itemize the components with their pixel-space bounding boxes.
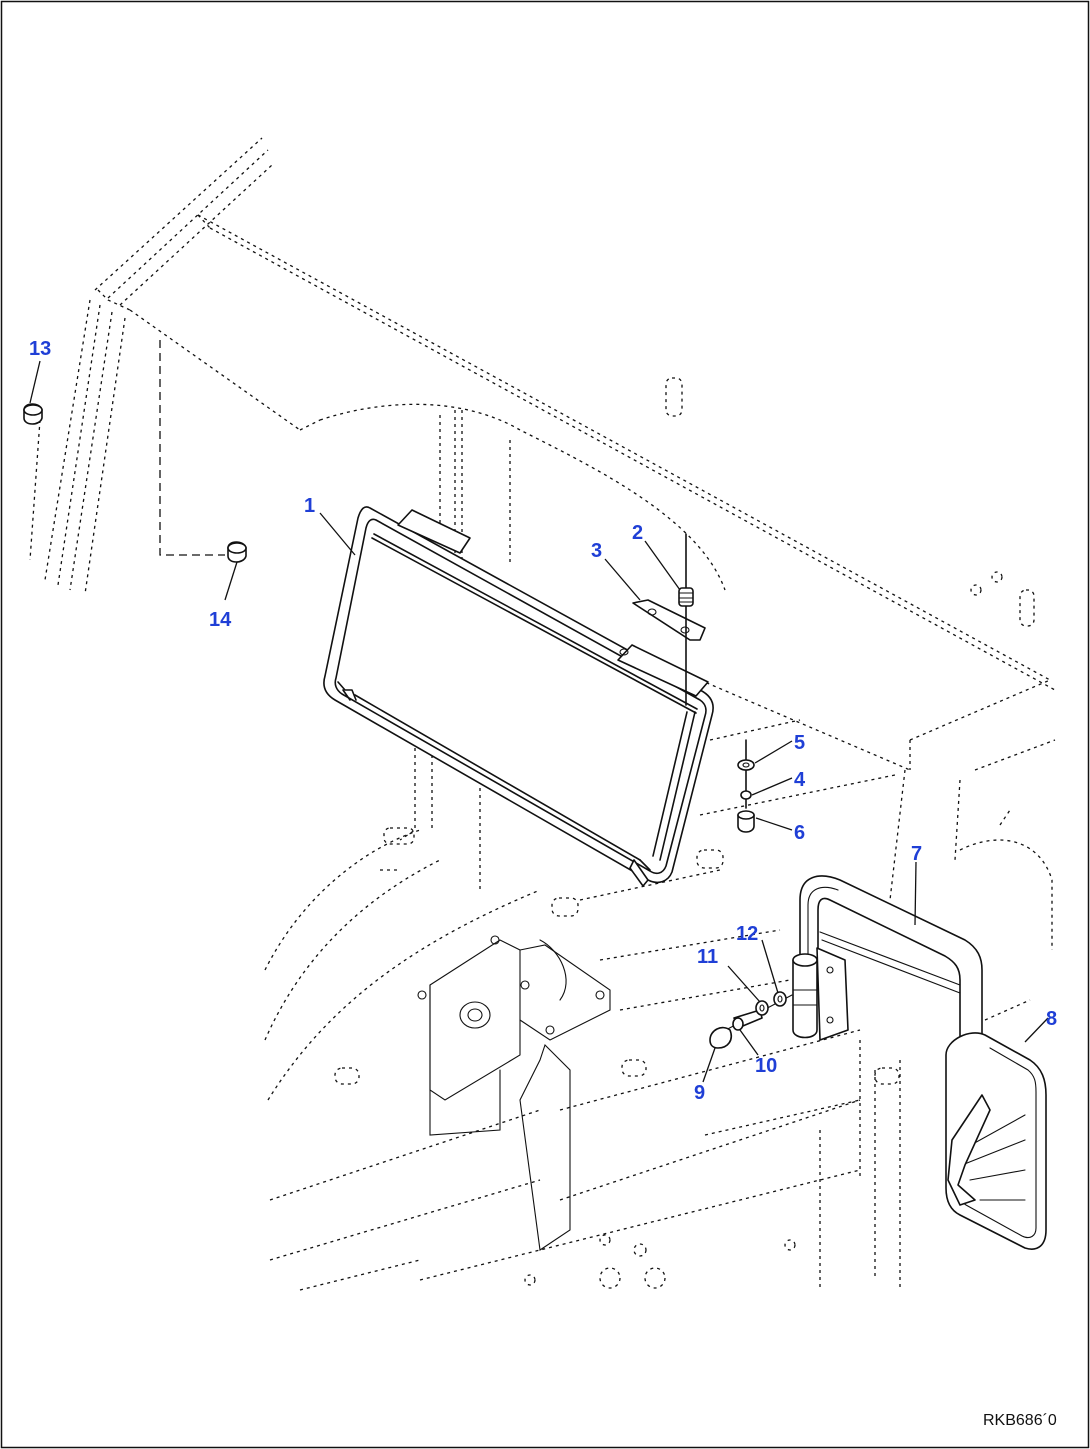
cab-frame [29,137,1056,950]
callout-4: 4 [794,769,806,791]
lower-frame [264,827,1031,1291]
callout-3: 3 [591,540,602,562]
callout-9: 9 [694,1082,705,1104]
callout-6: 6 [794,822,805,844]
outer-mirror-stay [792,875,983,1151]
door-lock-bracket [417,935,611,1251]
callout-10: 10 [755,1055,777,1077]
caps [23,403,247,563]
callout-14: 14 [209,609,232,631]
callout-2: 2 [632,522,643,544]
outer-mirror [945,1032,1047,1250]
mirror-fasteners [678,533,755,833]
leader-lines [29,360,1049,1083]
stay-fasteners [709,991,793,1049]
callout-7: 7 [911,843,922,865]
callout-labels: 1 2 3 4 5 6 7 8 9 10 11 12 13 14 [29,338,1057,1104]
callout-5: 5 [794,732,805,754]
callout-13: 13 [29,338,51,360]
callout-12: 12 [736,923,758,945]
callout-8: 8 [1046,1008,1057,1030]
figure-code: RKB686´0 [983,1412,1057,1429]
callout-1: 1 [304,495,315,517]
callout-11: 11 [697,946,718,968]
inner-mirror-assembly [323,506,714,887]
